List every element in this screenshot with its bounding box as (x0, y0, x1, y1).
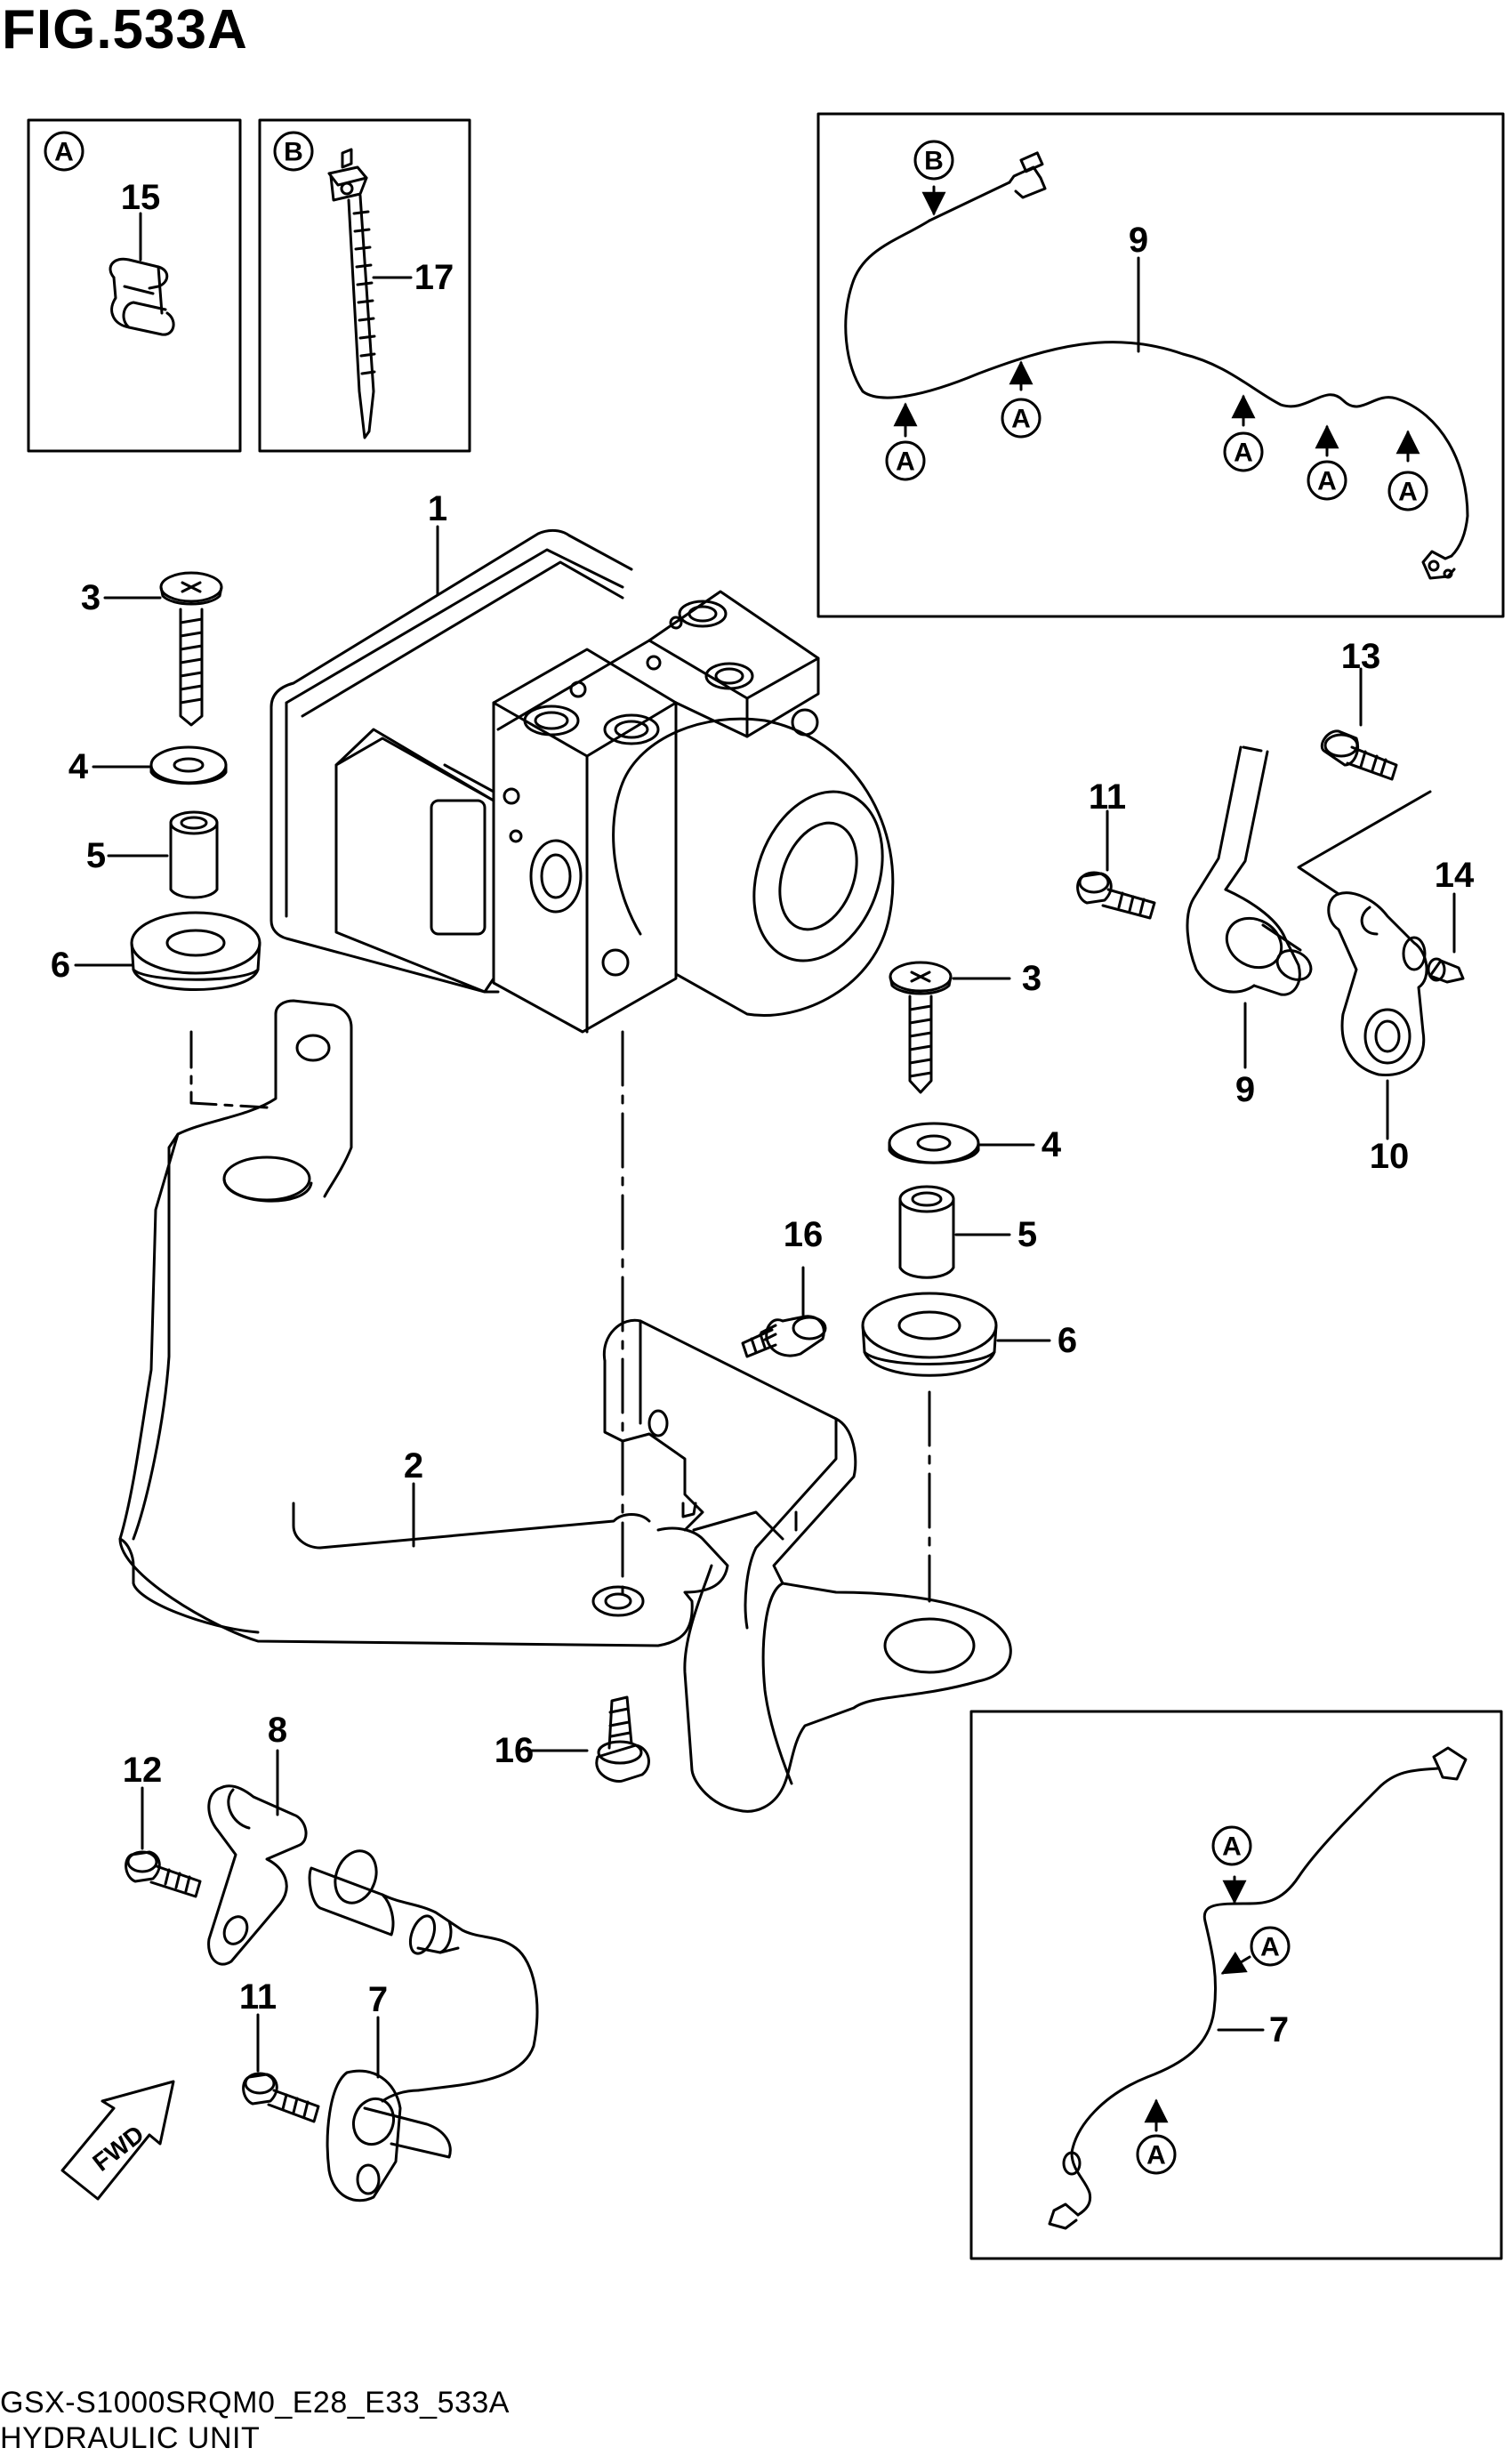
bolt-part-16-lower (595, 1695, 650, 1784)
callout-11: 11 (239, 1977, 277, 2017)
wheel-speed-sensor-part-9 (1186, 745, 1313, 996)
wheel-speed-sensor-part-7 (326, 2069, 452, 2202)
callout-15: 15 (121, 178, 161, 217)
bracket-part-2 (118, 999, 1012, 1813)
detail-box-wire-9 (816, 112, 1505, 618)
screw-part-3-left (159, 571, 223, 727)
callout-5: 5 (86, 836, 106, 875)
callout-3: 3 (1022, 959, 1042, 998)
ref-label-a: A (54, 138, 74, 167)
callout-6: 6 (51, 946, 70, 985)
ref-circle-a-wire7-3 (1136, 2134, 1177, 2175)
ref-circle-a-wire7-2 (1250, 1926, 1291, 1967)
footer-model-code: GSX-S1000SRQM0_E28_E33_533A (0, 2386, 510, 2420)
ref-circle-a-wire7-1 (1211, 1825, 1252, 1866)
ref-circle-a-box (44, 131, 84, 172)
clamp-part-15 (109, 257, 175, 336)
ref-circle-a-wire9-2 (1001, 398, 1042, 439)
callout-16: 16 (784, 1215, 824, 1254)
bolt-part-12 (125, 1850, 202, 1898)
ref-label-a: A (1222, 1832, 1242, 1862)
cable-tie-part-17 (327, 148, 376, 439)
wire-harness-part-9 (844, 151, 1469, 580)
bolt-part-13 (1320, 729, 1398, 781)
ref-circle-a-wire9-1 (885, 440, 926, 481)
callout-1: 1 (428, 489, 447, 528)
bolt-part-16-upper (741, 1315, 827, 1358)
ref-circle-a-wire9-5 (1387, 471, 1428, 511)
ref-circle-b-wire9 (913, 140, 954, 181)
sensor-bracket-part-10 (1327, 891, 1428, 1076)
callout-9: 9 (1129, 221, 1148, 260)
forward-direction-arrow (60, 2080, 175, 2201)
ref-label-a: A (1146, 2141, 1166, 2170)
screw-part-3-right (889, 961, 953, 1094)
collar-part-5-left (169, 810, 219, 899)
washer-part-4-right (888, 1122, 980, 1164)
detail-box-b (258, 118, 471, 453)
footer-section-name: HYDRAULIC UNIT (0, 2421, 261, 2455)
callout-16: 16 (495, 1731, 535, 1770)
washer-part-4-left (149, 745, 228, 785)
ref-circle-b-box (273, 131, 314, 172)
bolt-part-11-lower (242, 2072, 320, 2123)
callout-6: 6 (1058, 1321, 1077, 1360)
ref-label-a: A (1317, 467, 1337, 496)
ref-label-a: A (896, 447, 915, 477)
ref-label-a: A (1011, 405, 1031, 434)
ref-label-b: B (284, 138, 303, 167)
collar-part-5-right (898, 1185, 955, 1279)
callout-13: 13 (1341, 637, 1381, 676)
wire-harness-part-7 (1048, 1746, 1468, 2230)
ref-circle-a-wire9-3 (1223, 431, 1264, 472)
callout-9: 9 (1235, 1070, 1255, 1109)
hydraulic-unit-part-1 (269, 528, 895, 1034)
detail-box-a (27, 118, 242, 453)
callout-4: 4 (1042, 1125, 1062, 1164)
grommet-part-6-left (130, 911, 261, 991)
callout-2: 2 (404, 1446, 423, 1486)
pin-part-14 (1427, 957, 1465, 984)
figure-title: FIG.533A (2, 0, 248, 60)
ref-circle-a-wire9-4 (1307, 460, 1347, 501)
callout-12: 12 (123, 1751, 163, 1790)
callout-14: 14 (1435, 856, 1475, 895)
callout-4: 4 (68, 747, 89, 786)
callout-11: 11 (1089, 777, 1126, 817)
ref-label-a: A (1398, 478, 1418, 507)
sensor-bracket-part-8 (207, 1784, 308, 1966)
callout-8: 8 (268, 1711, 287, 1750)
callout-5: 5 (1017, 1215, 1037, 1254)
callout-10: 10 (1370, 1137, 1410, 1176)
grommet-part-6-right (861, 1292, 998, 1377)
detail-box-wire-7 (969, 1710, 1503, 2260)
callout-17: 17 (414, 258, 454, 297)
callout-7: 7 (1269, 2010, 1289, 2049)
ref-label-a: A (1234, 439, 1253, 468)
wheel-speed-sensor-part-7-small (308, 1849, 539, 2092)
callout-3: 3 (81, 578, 101, 617)
ref-label-a: A (1260, 1933, 1280, 1962)
ref-label-b: B (924, 147, 944, 176)
bolt-part-11-upper (1076, 871, 1156, 920)
callout-7: 7 (368, 1980, 388, 2019)
